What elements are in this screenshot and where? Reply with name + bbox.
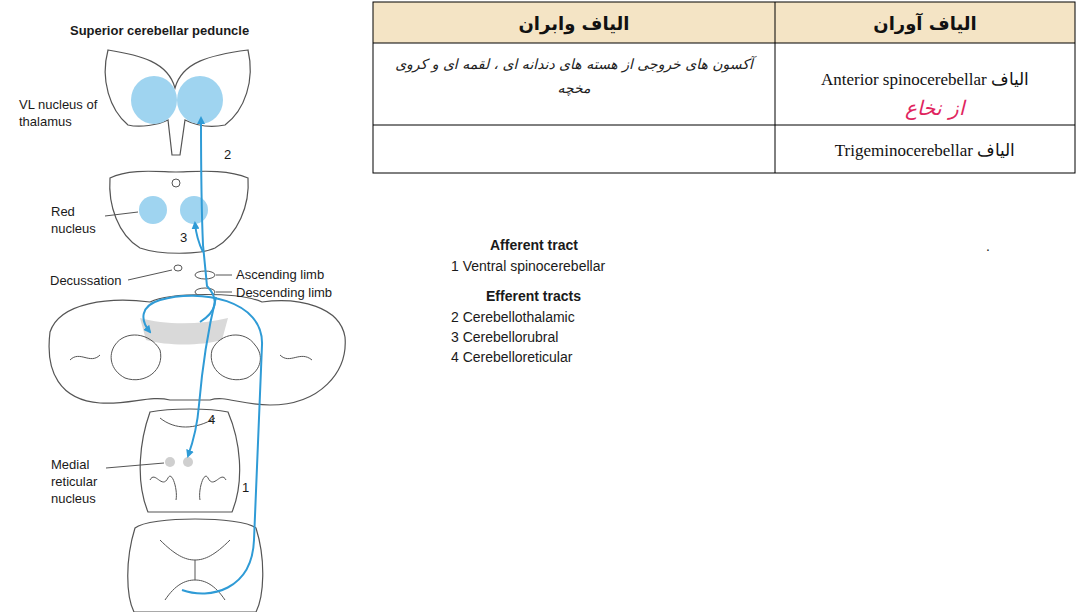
table-cell: الیاف Anterior spinocerebellar xyxy=(778,64,1072,94)
structure-label: Red nucleus xyxy=(51,203,111,237)
pathway-2 xyxy=(200,118,215,322)
peduncle xyxy=(140,318,228,345)
list-item: 4 Cerebelloreticular xyxy=(451,349,572,366)
callout-number: 2 xyxy=(224,146,231,163)
structure-label: Descending limb xyxy=(236,284,332,301)
list-heading: Efferent tracts xyxy=(486,288,581,305)
red-nucleus xyxy=(180,196,208,224)
medulla-outline xyxy=(140,409,239,512)
midbrain-outline xyxy=(110,171,248,253)
structure-label: VL nucleus of thalamus xyxy=(19,96,109,130)
table-header-cell: الیاف آوران xyxy=(776,3,1074,43)
reticular-nucleus xyxy=(165,457,175,467)
handwritten-note: از نخاع xyxy=(880,94,990,122)
table-header-cell: الیاف وابران xyxy=(374,3,774,43)
list-item: 2 Cerebellothalamic xyxy=(451,309,575,326)
red-nucleus xyxy=(139,196,167,224)
stray-mark: . xyxy=(986,238,990,255)
table-cell: آکسون های خروجی از هسته های دندانه ای ، … xyxy=(380,46,768,106)
table-cell: الیاف Trigeminocerebellar xyxy=(778,128,1072,172)
reticular-nucleus xyxy=(183,457,193,467)
list-item: 3 Cerebellorubral xyxy=(451,329,558,346)
callout-number: 1 xyxy=(242,479,249,496)
pathway-1 xyxy=(143,296,262,594)
structure-label: Ascending limb xyxy=(236,266,324,283)
vl-nucleus xyxy=(177,76,223,124)
callout-number: 3 xyxy=(180,229,187,246)
callout-number: 4 xyxy=(208,411,215,428)
table-header xyxy=(373,2,1075,43)
cerebellum-outline xyxy=(49,295,345,406)
structure-label: Medial reticular nucleus xyxy=(51,456,111,507)
table-border xyxy=(373,2,1075,173)
list-item: 1 Ventral spinocerebellar xyxy=(451,258,605,275)
spinal-cord-outline xyxy=(128,519,263,612)
vl-nucleus xyxy=(131,76,177,124)
structure-label: Decussation xyxy=(50,272,122,289)
pathway-4 xyxy=(188,297,216,456)
figure-title: Superior cerebellar peduncle xyxy=(70,22,249,39)
list-heading: Afferent tract xyxy=(490,237,578,254)
thalamus-outline xyxy=(105,50,250,155)
pathway-3 xyxy=(195,223,203,252)
